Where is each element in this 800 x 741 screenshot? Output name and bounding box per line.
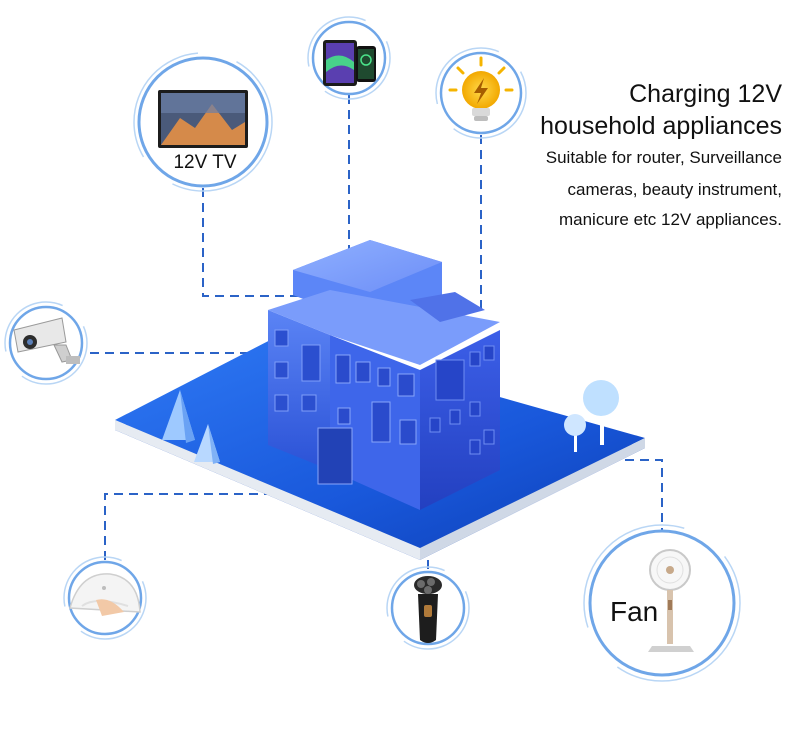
tree-round-large	[583, 380, 619, 445]
tree-cone-large	[162, 390, 195, 443]
building-door	[317, 427, 353, 485]
tv-label: 12V TV	[173, 152, 237, 173]
shaver-icon	[414, 576, 442, 643]
connector-tv	[202, 188, 300, 297]
description-line-3: manicure etc 12V appliances.	[558, 210, 782, 229]
tablet-circle	[307, 16, 391, 100]
tablet-phone-icon	[323, 40, 376, 86]
bulb-circle	[435, 47, 527, 139]
nail-lamp-circle	[63, 556, 147, 640]
description-line-2: cameras, beauty instrument,	[567, 180, 782, 199]
fan-circle	[583, 524, 741, 682]
connector-nail-lamp	[104, 493, 410, 560]
surveillance-camera-icon	[13, 317, 80, 364]
heading-line-2: household appliances	[540, 112, 782, 140]
tv-circle	[133, 52, 273, 192]
fan-label: Fan	[610, 596, 659, 627]
description-line-1: Suitable for router, Surveillance	[545, 148, 782, 167]
building	[268, 240, 500, 510]
heading-line-1: Charging 12V	[629, 80, 782, 108]
tree-cone-small	[194, 424, 220, 464]
tree-round-small	[564, 414, 586, 452]
nail-lamp-icon	[69, 573, 141, 616]
tv-icon	[158, 90, 248, 148]
fan-icon	[648, 549, 694, 652]
camera-circle	[4, 301, 88, 385]
light-bulb-icon	[448, 56, 514, 121]
shaver-circle	[386, 566, 470, 650]
